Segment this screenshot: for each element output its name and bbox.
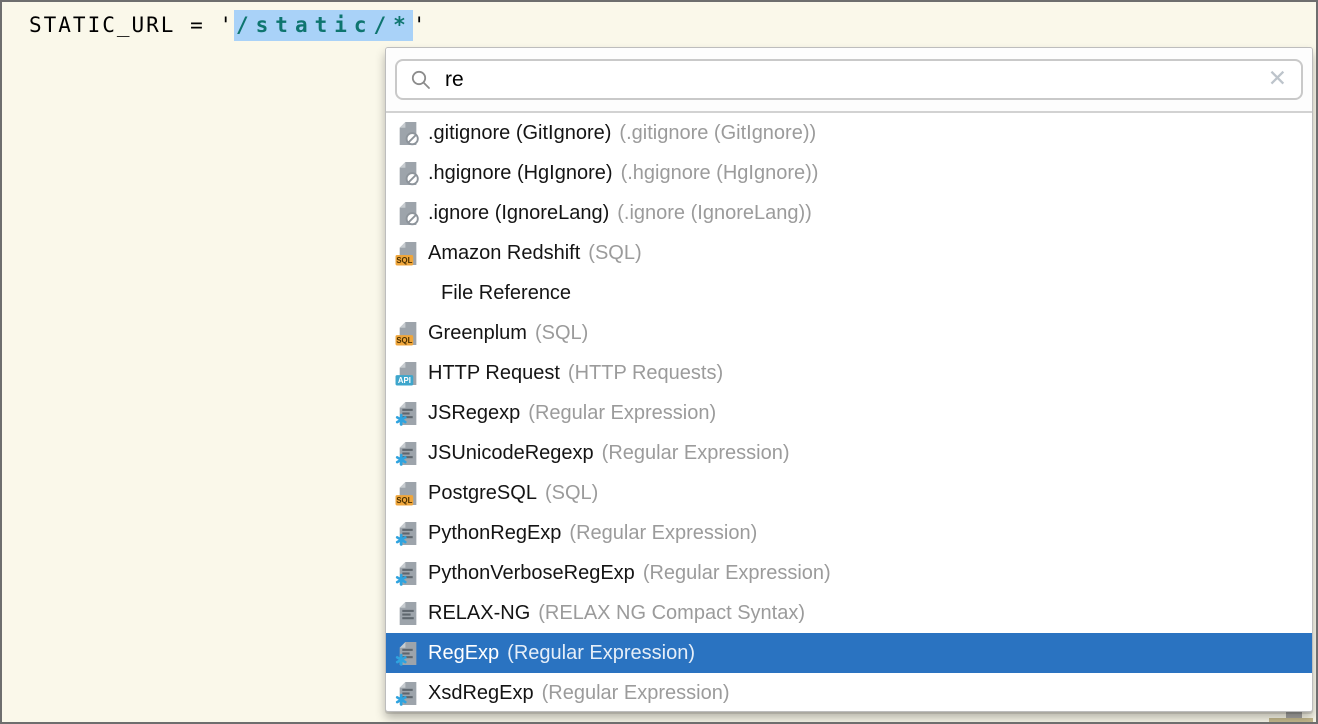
list-item[interactable]: API HTTP Request (HTTP Requests) <box>386 353 1312 393</box>
close-icon[interactable]: ✕ <box>1267 66 1287 92</box>
list-item-label: PostgreSQL <box>428 481 537 504</box>
list-item-hint: (.ignore (IgnoreLang)) <box>617 201 812 224</box>
list-item-hint: (Regular Expression) <box>507 641 696 664</box>
text-file-icon <box>394 600 420 626</box>
magnifier-icon <box>409 68 433 92</box>
sql-file-icon: SQL <box>394 480 420 506</box>
list-item[interactable]: PythonRegExp (Regular Expression) <box>386 513 1312 553</box>
regexp-file-icon <box>394 560 420 586</box>
search-field[interactable]: ✕ <box>395 59 1303 100</box>
list-item[interactable]: SQL Amazon Redshift (SQL) <box>386 233 1312 273</box>
list-item-hint: (HTTP Requests) <box>567 361 724 384</box>
list-item[interactable]: .ignore (IgnoreLang) (.ignore (IgnoreLan… <box>386 193 1312 233</box>
list-item-hint: (SQL) <box>534 321 589 344</box>
list-item-label: .ignore (IgnoreLang) <box>428 201 610 224</box>
list-item[interactable]: .hgignore (HgIgnore) (.hgignore (HgIgnor… <box>386 153 1312 193</box>
svg-text:SQL: SQL <box>396 256 412 265</box>
list-item-label: JSRegexp <box>428 401 521 424</box>
list-item-label: Amazon Redshift <box>428 241 581 264</box>
list-item-hint: (Regular Expression) <box>541 681 730 704</box>
api-file-icon: API <box>394 360 420 386</box>
regexp-file-icon <box>394 640 420 666</box>
list-item-hint: (RELAX NG Compact Syntax) <box>538 601 805 624</box>
regexp-file-icon <box>394 400 420 426</box>
inject-language-popup: ✕ .gitignore (GitIgnore) (.gitignore (Gi… <box>385 47 1313 712</box>
list-item-label: .hgignore (HgIgnore) <box>428 161 613 184</box>
list-item[interactable]: RegExp (Regular Expression) <box>386 633 1312 673</box>
list-item-label: RELAX-NG <box>428 601 531 624</box>
list-item-label: PythonRegExp <box>428 521 562 544</box>
list-item-label: PythonVerboseRegExp <box>428 561 635 584</box>
list-item-label: File Reference <box>441 281 572 304</box>
list-item-hint: (Regular Expression) <box>642 561 831 584</box>
code-suffix: ' <box>412 13 428 37</box>
list-item-label: .gitignore (GitIgnore) <box>428 121 612 144</box>
popup-search-header: ✕ <box>386 48 1312 113</box>
list-item[interactable]: .gitignore (GitIgnore) (.gitignore (GitI… <box>386 113 1312 153</box>
list-item-hint: (.hgignore (HgIgnore)) <box>620 161 819 184</box>
list-item-hint: (Regular Expression) <box>601 441 790 464</box>
list-item-hint: (SQL) <box>588 241 642 264</box>
list-item-label: RegExp <box>428 641 500 664</box>
list-item-hint: (SQL) <box>544 481 599 504</box>
code-prefix: STATIC_URL = ' <box>29 13 235 37</box>
regexp-file-icon <box>394 520 420 546</box>
list-item[interactable]: SQL Greenplum (SQL) <box>386 313 1312 353</box>
no-icon <box>394 280 420 306</box>
regexp-file-icon <box>394 680 420 706</box>
ignore-file-icon <box>394 160 420 186</box>
list-item[interactable]: JSRegexp (Regular Expression) <box>386 393 1312 433</box>
regexp-file-icon <box>394 440 420 466</box>
ignore-file-icon <box>394 120 420 146</box>
language-list: .gitignore (GitIgnore) (.gitignore (GitI… <box>386 113 1312 711</box>
list-item[interactable]: File Reference <box>386 273 1312 313</box>
list-item-hint: (Regular Expression) <box>528 401 717 424</box>
sql-file-icon: SQL <box>394 240 420 266</box>
injected-language-selection: /static/* <box>234 10 413 41</box>
list-item[interactable]: XsdRegExp (Regular Expression) <box>386 673 1312 711</box>
list-item-hint: (.gitignore (GitIgnore)) <box>619 121 817 144</box>
list-item[interactable]: SQL PostgreSQL (SQL) <box>386 473 1312 513</box>
ignore-file-icon <box>394 200 420 226</box>
svg-text:SQL: SQL <box>396 496 412 505</box>
list-item-label: XsdRegExp <box>428 681 534 704</box>
list-item[interactable]: RELAX-NG (RELAX NG Compact Syntax) <box>386 593 1312 633</box>
list-item-label: JSUnicodeRegexp <box>428 441 594 464</box>
list-item[interactable]: JSUnicodeRegexp (Regular Expression) <box>386 433 1312 473</box>
list-item[interactable]: PythonVerboseRegExp (Regular Expression) <box>386 553 1312 593</box>
editor-scrollbar-corner <box>1269 718 1313 722</box>
svg-text:API: API <box>397 376 410 385</box>
svg-text:SQL: SQL <box>396 336 412 345</box>
search-input[interactable] <box>443 66 1266 93</box>
list-item-label: Greenplum <box>428 321 527 344</box>
list-item-hint: (Regular Expression) <box>569 521 758 544</box>
sql-file-icon: SQL <box>394 320 420 346</box>
code-line[interactable]: STATIC_URL = '/static/*' <box>29 10 428 41</box>
list-item-label: HTTP Request <box>428 361 560 384</box>
